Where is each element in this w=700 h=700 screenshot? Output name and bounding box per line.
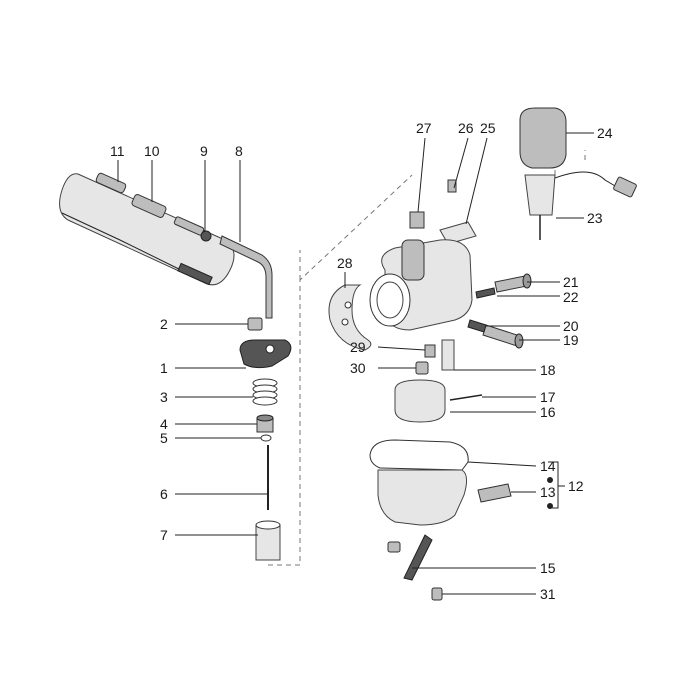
part-16-float	[394, 379, 446, 423]
part-5	[260, 434, 272, 442]
part-27	[409, 211, 425, 229]
callout-7: 7	[160, 527, 168, 543]
part-30	[415, 361, 429, 375]
part-7	[255, 524, 281, 561]
dot-12-b	[547, 503, 553, 509]
callout-24: 24	[597, 125, 613, 141]
callout-4: 4	[160, 416, 168, 432]
bracket-12	[548, 461, 559, 509]
callout-11: 11	[110, 143, 125, 159]
callout-27: 27	[416, 120, 432, 136]
callout-6: 6	[160, 486, 168, 502]
callout-13: 13	[540, 484, 556, 500]
part-23	[524, 174, 556, 216]
part-1	[239, 339, 292, 369]
part-3-spring	[252, 378, 278, 406]
callout-12: 12	[568, 478, 584, 494]
callout-1: 1	[160, 360, 168, 376]
carburettor-group	[328, 107, 637, 601]
cable-wire	[61, 212, 186, 273]
part-26	[447, 179, 457, 193]
callout-10: 10	[144, 143, 160, 159]
part-11	[95, 172, 127, 194]
callout-15: 15	[540, 560, 556, 576]
callout-20: 20	[563, 318, 579, 334]
starter-connector	[613, 176, 637, 198]
callout-23: 23	[587, 210, 603, 226]
throttle-cable-group	[59, 172, 292, 561]
cable-housing-shape	[59, 173, 235, 286]
callout-25: 25	[480, 120, 496, 136]
callout-21: 21	[563, 274, 579, 290]
carburettor-tower	[401, 239, 425, 281]
part-14	[369, 439, 469, 471]
starter-wire	[554, 171, 623, 191]
callout-5: 5	[160, 430, 168, 446]
callout-14: 14	[540, 458, 556, 474]
part-28	[328, 284, 372, 351]
part-21	[494, 275, 528, 293]
callout-17: 17	[540, 389, 556, 405]
part-17-pin	[449, 394, 483, 401]
callout-3: 3	[160, 389, 168, 405]
float-bowl	[377, 469, 468, 526]
part-19	[482, 324, 521, 347]
part-20-spring	[467, 319, 487, 333]
callout-16: 16	[540, 404, 556, 420]
part-29	[424, 344, 436, 358]
callout-labels: 11 10 9 8 2 1 3 4 5 6 7 27 26 25 24 23 2…	[110, 120, 613, 602]
callout-31: 31	[540, 586, 556, 602]
callout-19: 19	[563, 332, 579, 348]
callout-28: 28	[337, 255, 353, 271]
part-10	[131, 194, 167, 218]
part-13	[477, 483, 512, 503]
part-8-tube	[219, 235, 273, 319]
leader-lines	[117, 132, 594, 595]
part-15	[403, 534, 433, 581]
part-9-nut	[200, 230, 212, 242]
callout-18: 18	[540, 362, 556, 378]
part-31	[431, 587, 443, 601]
part-2	[247, 317, 263, 331]
callout-22: 22	[563, 289, 579, 305]
dot-12-a	[547, 477, 553, 483]
cable-end	[177, 262, 213, 286]
callout-8: 8	[235, 143, 243, 159]
part-22-spring	[475, 287, 496, 299]
part-24	[519, 107, 567, 169]
callout-29: 29	[350, 339, 366, 355]
callout-30: 30	[350, 360, 366, 376]
callout-26: 26	[458, 120, 474, 136]
callout-2: 2	[160, 316, 168, 332]
part-18	[441, 339, 455, 371]
callout-9: 9	[200, 143, 208, 159]
